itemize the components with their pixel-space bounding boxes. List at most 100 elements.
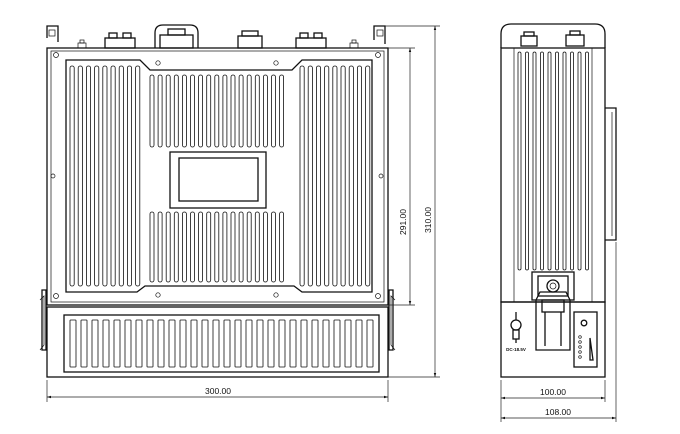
- latch: [531, 271, 575, 351]
- vent-slot: [80, 319, 88, 368]
- vent-slot: [135, 319, 143, 368]
- side-dimensions: 100.00 108.00: [500, 242, 617, 422]
- depth-dim-label: 100.00: [540, 387, 566, 397]
- label-plate: [178, 157, 259, 202]
- heatsink-fin: [222, 74, 228, 148]
- right-clip: [388, 289, 394, 351]
- vent-slot: [355, 319, 363, 368]
- vent-slot: [124, 319, 132, 368]
- label-plate-frame: [169, 151, 267, 209]
- heatsink-fin: [118, 65, 124, 287]
- heatsink-fin: [110, 65, 116, 287]
- heatsink-fin: [127, 65, 133, 287]
- side-fin: [540, 51, 544, 271]
- heatsink-fin: [181, 74, 187, 148]
- heatsink-fin: [214, 211, 220, 283]
- heatsink-fin: [356, 65, 362, 287]
- heatsink-fin: [254, 74, 260, 148]
- side-fin: [562, 51, 567, 271]
- lower-panel: [46, 306, 389, 378]
- side-fin: [585, 51, 589, 271]
- heatsink-fin: [102, 65, 108, 287]
- heatsink-fin: [173, 74, 179, 148]
- heatsink-fin: [173, 211, 179, 283]
- heatsink-fin: [181, 211, 187, 283]
- heatsink-fin: [77, 65, 83, 287]
- vent-slot: [223, 319, 231, 368]
- side-fin: [525, 51, 529, 271]
- width-dim-label: 300.00: [205, 386, 231, 396]
- vent-slot: [366, 319, 374, 368]
- vent-slot: [201, 319, 209, 368]
- side-fin: [555, 51, 559, 271]
- vent-slot: [300, 319, 308, 368]
- heatsink-fin: [299, 65, 305, 287]
- side-body-outline: [500, 47, 606, 303]
- front-body-outline: [46, 47, 389, 306]
- heatsink-fin: [279, 211, 285, 283]
- vent-slot: [267, 319, 275, 368]
- heatsink-fins-right: [299, 65, 371, 287]
- vent-slot: [190, 319, 198, 368]
- heatsink-fin: [198, 74, 204, 148]
- heatsink-fin: [238, 211, 244, 283]
- heatsink-outline: [65, 59, 373, 293]
- vent-slot: [322, 319, 330, 368]
- front-dimensions: 300.00 291.00 310.00: [46, 25, 440, 402]
- heatsink-fins-center-bottom: [149, 211, 285, 283]
- heatsink-fin: [271, 211, 276, 283]
- heatsink-fins-center-top: [149, 74, 285, 148]
- vent-slot: [91, 319, 99, 368]
- heatsink-fin: [165, 211, 171, 283]
- heatsink-fin: [86, 65, 92, 287]
- heatsink-fin: [157, 211, 163, 283]
- vent-slot: [113, 319, 121, 368]
- heatsink-fin: [262, 211, 268, 283]
- vent-slot: [245, 319, 253, 368]
- left-top-ear: [46, 25, 59, 42]
- heatsink-fin: [157, 74, 163, 148]
- vent-slot: [212, 319, 220, 368]
- heatsink-fin: [206, 74, 212, 148]
- heatsink-fin: [94, 65, 100, 287]
- side-bracket: [605, 107, 617, 241]
- vent-slot: [69, 319, 77, 368]
- heatsink-fin: [190, 74, 195, 148]
- vent-slot: [168, 319, 176, 368]
- side-view: DC-18.5V: [500, 23, 617, 378]
- heatsink-fin: [246, 211, 252, 283]
- dc-power-connector: [510, 312, 522, 343]
- heatsink-fin: [190, 211, 195, 283]
- heatsink-fin: [149, 211, 155, 283]
- vent-slot: [102, 319, 110, 368]
- heatsink-fins-left: [69, 65, 141, 287]
- vent-slot: [157, 319, 165, 368]
- vent-slot: [179, 319, 187, 368]
- side-fin: [532, 51, 537, 271]
- side-lower-panel: [500, 301, 606, 378]
- heatsink-fin: [206, 211, 212, 283]
- heatsink-fin: [149, 74, 155, 148]
- vent-slots: [69, 319, 374, 368]
- side-fin: [547, 51, 552, 271]
- vent-slot: [146, 319, 154, 368]
- heatsink-fin: [315, 65, 321, 287]
- heatsink-fin: [69, 65, 75, 287]
- heatsink-fin: [365, 65, 371, 287]
- vent-slot: [289, 319, 297, 368]
- heatsink-fin: [198, 211, 204, 283]
- heatsink-fin: [307, 65, 313, 287]
- heatsink-fin: [230, 211, 236, 283]
- vent-slot: [333, 319, 341, 368]
- heatsink-fin: [340, 65, 346, 287]
- power-label: DC-18.5V: [506, 347, 526, 352]
- total-depth-dim-label: 108.00: [545, 407, 571, 417]
- heatsink-fin: [135, 65, 141, 287]
- heatsink-fin: [222, 211, 228, 283]
- heatsink-fin: [332, 65, 338, 287]
- heatsink-fin: [254, 211, 260, 283]
- side-top-cap: [500, 23, 606, 48]
- vent-slot: [278, 319, 286, 368]
- side-fin: [517, 51, 522, 271]
